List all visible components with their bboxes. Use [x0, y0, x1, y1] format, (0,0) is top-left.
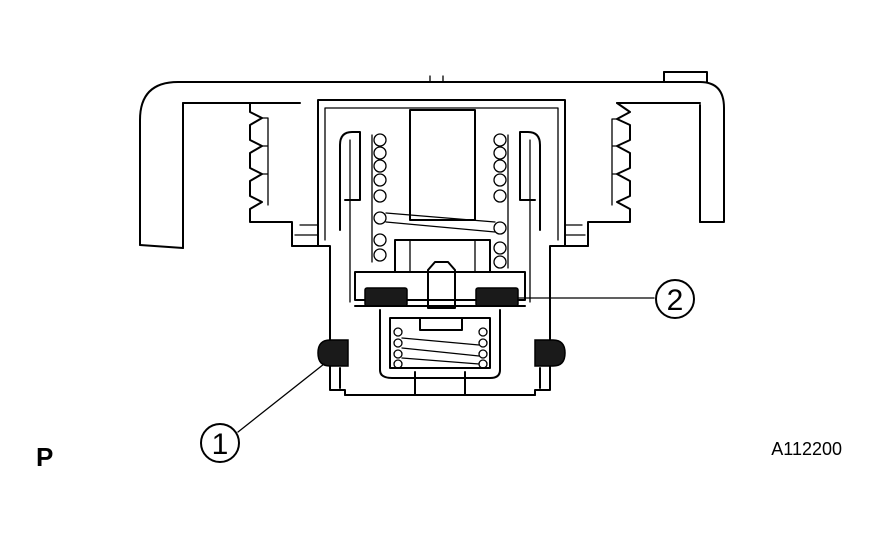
- callout-2-label: 2: [667, 284, 684, 317]
- callout-2: 2: [655, 279, 695, 319]
- upper-spring: [371, 133, 509, 269]
- leader-line-1: [237, 363, 325, 433]
- pressure-valve-gasket-right: [475, 287, 519, 307]
- view-label: P: [36, 442, 53, 472]
- central-housing: [291, 99, 589, 396]
- cap-outer-shell: [139, 71, 725, 249]
- o-ring-left: [317, 339, 349, 367]
- callout-1-label: 1: [212, 428, 229, 461]
- callout-1: 1: [200, 423, 240, 463]
- o-ring-right: [534, 339, 566, 367]
- callout-leaders: [237, 297, 655, 433]
- left-thread: [182, 102, 293, 247]
- vacuum-valve-assembly: [379, 309, 501, 396]
- figure-code: A112200: [771, 439, 842, 459]
- o-ring-seals: [317, 339, 566, 367]
- pressure-valve-assembly: [349, 109, 531, 309]
- pressure-valve-gasket-left: [364, 287, 408, 307]
- lower-spring: [393, 327, 488, 369]
- right-thread: [587, 102, 701, 247]
